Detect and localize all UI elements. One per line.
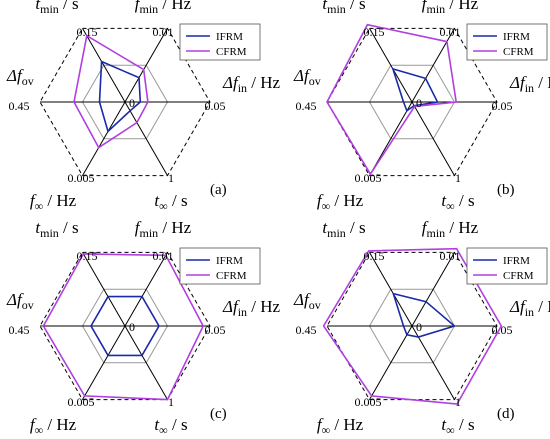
axis-title-6: Δfov — [6, 290, 34, 312]
axis-tick-1: 0.15 — [364, 25, 385, 39]
spoke-axis-4 — [124, 101, 168, 176]
series-ifrm — [90, 295, 160, 357]
axis-title-5: f∞ / Hz — [317, 191, 364, 213]
center-zero-label: 0 — [416, 320, 422, 334]
spoke-axis-1 — [82, 252, 126, 327]
spoke-axis-2 — [411, 252, 455, 327]
axis-title-5: f∞ / Hz — [317, 415, 364, 437]
axis-tick-5: 0.005 — [68, 395, 95, 409]
axis-title-2: fmin / Hz — [422, 0, 479, 16]
axis-tick-4: 1 — [168, 171, 174, 185]
axis-title-1: tmin / s — [35, 0, 78, 16]
axis-tick-2: 0.01 — [153, 249, 174, 263]
panel-label: (c) — [210, 406, 227, 422]
axis-title-2: fmin / Hz — [135, 218, 192, 240]
axis-tick-6: 0.45 — [296, 323, 317, 337]
axis-tick-3: 0.05 — [205, 99, 226, 113]
legend-label-cfrm: CFRM — [503, 270, 534, 282]
spoke-axis-5 — [82, 325, 126, 400]
legend-label-cfrm: CFRM — [503, 46, 534, 58]
axis-title-5: f∞ / Hz — [30, 415, 77, 437]
axis-tick-2: 0.01 — [440, 25, 461, 39]
axis-title-1: tmin / s — [322, 218, 365, 240]
axis-title-1: tmin / s — [322, 0, 365, 16]
legend-box — [466, 23, 548, 61]
axis-tick-4: 1 — [455, 395, 461, 409]
series-ifrm — [392, 292, 457, 338]
spoke-axis-2 — [124, 252, 168, 327]
spoke-axis-5 — [369, 325, 413, 400]
axis-title-3: Δfin / Hz — [509, 297, 550, 319]
axis-tick-6: 0.45 — [9, 323, 30, 337]
axis-title-4: t∞ / s — [441, 191, 474, 213]
axis-tick-3: 0.05 — [492, 323, 513, 337]
legend-label-ifrm: IFRM — [216, 31, 243, 43]
axis-title-6: Δfov — [293, 290, 321, 312]
axis-tick-3: 0.05 — [205, 323, 226, 337]
axis-title-4: t∞ / s — [154, 191, 187, 213]
axis-title-5: f∞ / Hz — [30, 191, 77, 213]
axis-tick-2: 0.01 — [153, 25, 174, 39]
series-cfrm — [42, 253, 205, 401]
series-ifrm — [98, 60, 142, 133]
series-cfrm — [326, 23, 458, 176]
legend-label-cfrm: CFRM — [216, 270, 247, 282]
series-ifrm — [391, 67, 439, 113]
panel-label: (d) — [497, 406, 515, 422]
series-cfrm — [322, 247, 503, 405]
axis-title-2: fmin / Hz — [135, 0, 192, 16]
axis-title-4: t∞ / s — [154, 415, 187, 437]
spoke-axis-2 — [411, 28, 455, 103]
axis-tick-3: 0.05 — [492, 99, 513, 113]
axis-title-4: t∞ / s — [441, 415, 474, 437]
legend-box — [179, 23, 261, 61]
legend-label-ifrm: IFRM — [503, 31, 530, 43]
center-zero-label: 0 — [416, 96, 422, 110]
spoke-axis-5 — [82, 101, 126, 176]
axis-tick-5: 0.005 — [355, 171, 382, 185]
series-cfrm — [73, 34, 149, 149]
center-zero-label: 0 — [129, 96, 135, 110]
center-zero-label: 0 — [129, 320, 135, 334]
axis-title-2: fmin / Hz — [422, 218, 479, 240]
axis-title-3: Δfin / Hz — [222, 73, 281, 95]
legend-box — [466, 247, 548, 285]
panel-label: (a) — [210, 182, 227, 198]
legend-box — [179, 247, 261, 285]
axis-tick-1: 0.15 — [77, 25, 98, 39]
spoke-axis-1 — [369, 252, 413, 327]
spoke-axis-4 — [411, 325, 455, 400]
axis-title-3: Δfin / Hz — [509, 73, 550, 95]
spoke-axis-4 — [124, 325, 168, 400]
spoke-axis-1 — [369, 28, 413, 103]
axis-title-6: Δfov — [6, 66, 34, 88]
axis-tick-6: 0.45 — [9, 99, 30, 113]
legend-label-ifrm: IFRM — [216, 255, 243, 267]
axis-tick-1: 0.15 — [77, 249, 98, 263]
axis-title-6: Δfov — [293, 66, 321, 88]
legend-label-cfrm: CFRM — [216, 46, 247, 58]
axis-title-3: Δfin / Hz — [222, 297, 281, 319]
axis-tick-2: 0.01 — [440, 249, 461, 263]
axis-tick-1: 0.15 — [364, 249, 385, 263]
axis-tick-6: 0.45 — [296, 99, 317, 113]
axis-tick-5: 0.005 — [355, 395, 382, 409]
axis-tick-4: 1 — [168, 395, 174, 409]
axis-tick-4: 1 — [455, 171, 461, 185]
spoke-axis-4 — [411, 101, 455, 176]
spoke-axis-1 — [82, 28, 126, 103]
legend-label-ifrm: IFRM — [503, 255, 530, 267]
axis-tick-5: 0.005 — [68, 171, 95, 185]
axis-title-1: tmin / s — [35, 218, 78, 240]
spoke-axis-2 — [124, 28, 168, 103]
panel-label: (b) — [497, 182, 515, 198]
